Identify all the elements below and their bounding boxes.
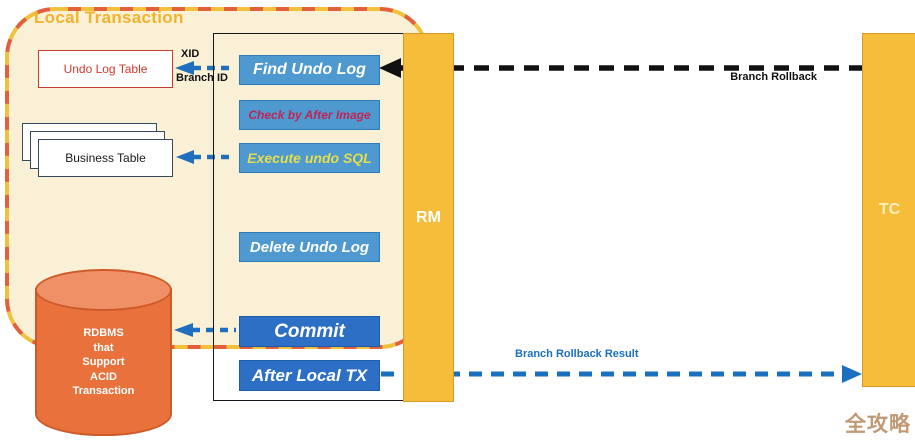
commit-to-db-arrow: [174, 323, 236, 337]
result-arrowhead: [842, 365, 862, 383]
action-execute-undo-sql-label: Execute undo SQL: [247, 150, 372, 166]
rm-label: RM: [416, 208, 441, 226]
local-transaction-title: Local Transaction: [34, 8, 184, 27]
undo-log-table-label: Undo Log Table: [63, 62, 148, 76]
database-cylinder-body: [35, 288, 172, 436]
database-label-line3: Support: [82, 356, 125, 368]
action-delete-undo-log: Delete Undo Log: [239, 232, 380, 262]
execute-arrowhead: [176, 150, 194, 164]
business-table-label: Business Table: [65, 151, 146, 165]
branch-rollback-result-annotation: Branch Rollback Result: [515, 348, 639, 360]
action-execute-undo-sql: Execute undo SQL: [239, 143, 380, 173]
tc-label: TC: [878, 201, 901, 218]
action-find-undo-log: Find Undo Log: [239, 55, 380, 85]
action-after-local-tx-label: After Local TX: [251, 365, 368, 385]
undo-log-table-box: Undo Log Table: [38, 50, 173, 88]
database-cylinder-top: [35, 269, 172, 311]
action-check-by-after-image: Check by After Image: [239, 100, 380, 130]
database-cylinder: RDBMS that Support ACID Transaction: [35, 269, 172, 437]
database-label-line1: RDBMS: [83, 327, 124, 339]
database-label-line4: ACID: [90, 370, 117, 383]
branch-rollback-arrow: [379, 58, 862, 78]
database-label: RDBMS that Support ACID Transaction: [35, 326, 172, 399]
xid-annotation: XID: [181, 48, 200, 60]
branch-rollback-arrowhead: [379, 58, 401, 78]
execute-to-business-arrow: [176, 150, 235, 164]
commit-arrowhead: [174, 323, 193, 337]
action-find-undo-log-label: Find Undo Log: [253, 61, 366, 78]
action-commit-label: Commit: [274, 320, 345, 342]
action-after-local-tx: After Local TX: [239, 360, 380, 391]
tc-lifeline: TC: [862, 33, 915, 387]
database-label-line5: Transaction: [72, 385, 135, 397]
xid-branchid-arrowhead: [175, 61, 194, 75]
watermark-text: 全攻略: [845, 412, 911, 436]
database-label-line2: that: [93, 341, 114, 354]
action-check-by-after-image-label: Check by After Image: [248, 108, 371, 122]
branch-rollback-annotation: Branch Rollback: [730, 71, 817, 83]
action-commit: Commit: [239, 316, 380, 347]
business-table-box: Business Table: [38, 139, 173, 177]
branch-rollback-result-arrow: [381, 365, 862, 383]
branch-id-annotation: Branch ID: [176, 72, 228, 84]
rm-lifeline: RM: [403, 33, 454, 402]
xid-branchid-arrow: [175, 61, 235, 75]
action-delete-undo-log-label: Delete Undo Log: [249, 238, 370, 256]
